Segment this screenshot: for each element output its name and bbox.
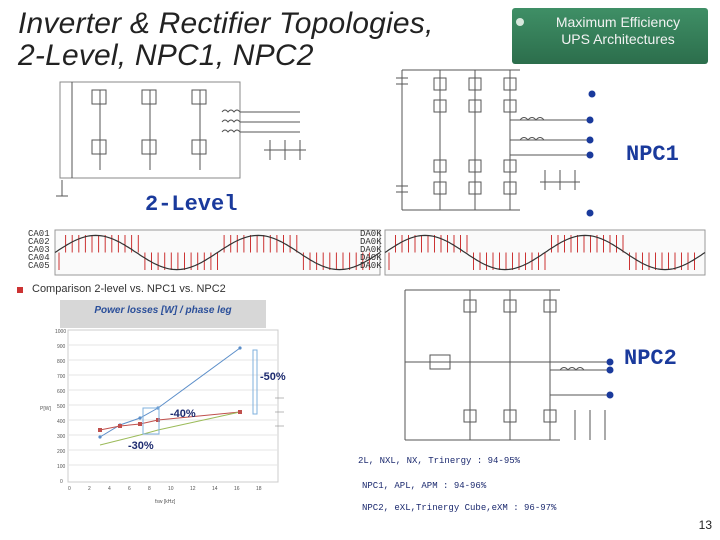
- svg-text:1000: 1000: [55, 329, 66, 335]
- svg-text:2: 2: [88, 486, 91, 492]
- terminal-dot: [586, 151, 594, 159]
- terminal-dot: [606, 366, 614, 374]
- efficiency-line-2l: 2L, NXL, NX, Trinergy : 94-95%: [358, 456, 521, 466]
- svg-text:fsw [kHz]: fsw [kHz]: [155, 499, 176, 505]
- svg-text:DA0K: DA0K: [360, 245, 382, 255]
- two-level-label: 2-Level: [145, 192, 238, 217]
- svg-text:200: 200: [57, 449, 66, 455]
- svg-text:CA05: CA05: [28, 261, 50, 271]
- efficiency-banner: [512, 8, 708, 64]
- svg-text:DA0K: DA0K: [360, 229, 382, 239]
- efficiency-banner-text: Maximum Efficiency UPS Architectures: [530, 14, 706, 48]
- svg-text:0: 0: [68, 486, 71, 492]
- annotation-minus-40: -40%: [170, 408, 196, 420]
- svg-text:0: 0: [60, 479, 63, 485]
- terminal-dot: [606, 391, 614, 399]
- npc2-label: NPC2: [624, 346, 677, 371]
- slide-title: Inverter & Rectifier Topologies, 2-Level…: [18, 8, 508, 72]
- npc1-label: NPC1: [626, 142, 679, 167]
- svg-text:CA03: CA03: [28, 245, 50, 255]
- terminal-dot: [588, 90, 596, 98]
- svg-text:DA0K: DA0K: [360, 237, 382, 247]
- title-line-2: 2-Level, NPC1, NPC2: [18, 39, 314, 72]
- svg-text:CA02: CA02: [28, 237, 50, 247]
- efficiency-line-npc1: NPC1, APL, APM : 94-96%: [362, 481, 487, 491]
- svg-text:900: 900: [57, 344, 66, 350]
- svg-text:CA01: CA01: [28, 229, 50, 239]
- npc2-schematic: [404, 289, 610, 441]
- svg-text:600: 600: [57, 389, 66, 395]
- annotation-minus-50: -50%: [260, 371, 286, 383]
- svg-text:8: 8: [148, 486, 151, 492]
- svg-text:800: 800: [57, 359, 66, 365]
- svg-text:CA04: CA04: [28, 253, 50, 263]
- waveform-panel-right: [384, 229, 706, 276]
- two-level-schematic: [56, 81, 306, 197]
- efficiency-line-npc2: NPC2, eXL,Trinergy Cube,eXM : 96-97%: [362, 503, 557, 513]
- bullet-icon: [516, 18, 524, 26]
- terminal-dot: [586, 209, 594, 217]
- waveform-panel-left: [54, 229, 381, 276]
- square-bullet-icon: [17, 287, 23, 293]
- svg-text:14: 14: [212, 486, 218, 492]
- page-number: 13: [698, 518, 712, 532]
- title-line-1: Inverter & Rectifier Topologies,: [18, 7, 434, 40]
- terminal-dot: [586, 136, 594, 144]
- svg-text:4: 4: [108, 486, 111, 492]
- svg-text:100: 100: [57, 464, 66, 470]
- svg-text:18: 18: [256, 486, 262, 492]
- svg-text:6: 6: [128, 486, 131, 492]
- efficiency-line-2: UPS Architectures: [561, 31, 675, 47]
- comparison-text: Comparison 2-level vs. NPC1 vs. NPC2: [32, 283, 226, 295]
- efficiency-line-1: Maximum Efficiency: [555, 14, 681, 30]
- svg-text:10: 10: [168, 486, 174, 492]
- svg-text:500: 500: [57, 404, 66, 410]
- terminal-dot: [586, 116, 594, 124]
- npc1-schematic: [396, 69, 590, 211]
- terminal-dot: [606, 358, 614, 366]
- annotation-minus-30: -30%: [128, 440, 154, 452]
- svg-text:700: 700: [57, 374, 66, 380]
- chart-title-banner: [60, 300, 266, 328]
- svg-text:16: 16: [234, 486, 240, 492]
- svg-text:DA0K: DA0K: [360, 253, 382, 263]
- svg-text:DA0K: DA0K: [360, 261, 382, 271]
- svg-text:12: 12: [190, 486, 196, 492]
- svg-text:P[W]: P[W]: [40, 406, 51, 412]
- chart-title: Power losses [W] / phase leg: [94, 305, 232, 316]
- svg-text:300: 300: [57, 434, 66, 440]
- svg-text:400: 400: [57, 419, 66, 425]
